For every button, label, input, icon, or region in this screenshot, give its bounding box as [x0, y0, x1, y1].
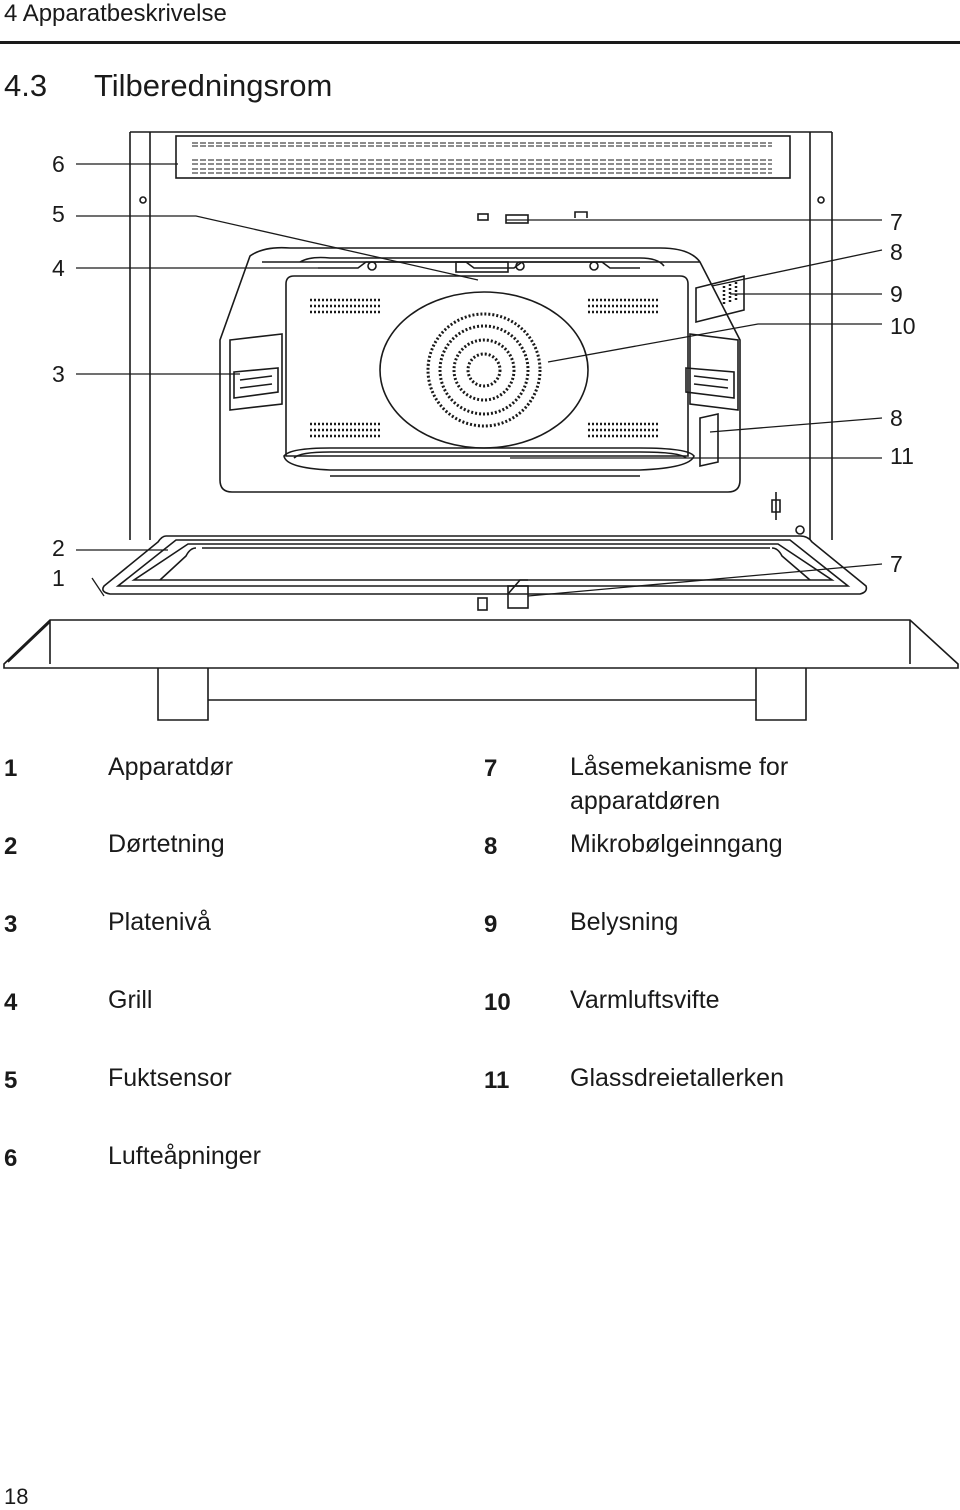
legend-num-4: 4 [4, 989, 18, 1016]
vent-panel [175, 135, 791, 179]
section-heading: 4.3 Tilberedningsrom [4, 68, 332, 104]
cavity-outline [219, 246, 741, 493]
door-lock-hook [507, 585, 529, 609]
legend-num-2: 2 [4, 833, 18, 860]
callout-7-top: 7 [890, 209, 903, 235]
legend-label-11: Glassdreietallerken [570, 1064, 784, 1092]
oven-cavity-diagram: 6 5 4 3 2 1 7 8 9 10 8 11 7 [3, 131, 959, 721]
callout-9: 9 [890, 281, 903, 307]
section-title: Tilberedningsrom [94, 68, 333, 103]
callout-8-bottom: 8 [890, 405, 903, 431]
legend-label-1: Apparatdør [108, 753, 234, 781]
callout-11: 11 [890, 443, 914, 469]
legend-label-6: Lufteåpninger [108, 1142, 261, 1170]
back-wall [285, 275, 689, 457]
callout-3: 3 [52, 361, 65, 387]
legend-num-10: 10 [484, 989, 511, 1016]
legend-num-3: 3 [4, 911, 18, 938]
legend-label-10: Varmluftsvifte [570, 986, 720, 1014]
appliance-door [3, 535, 959, 669]
grill-element [299, 256, 665, 273]
legend-num-7: 7 [484, 755, 498, 782]
legend-label-2: Dørtetning [108, 830, 225, 858]
oven-light [695, 274, 745, 324]
door-base [157, 668, 807, 721]
legend-label-5: Fuktsensor [108, 1064, 232, 1092]
air-vents [192, 142, 772, 174]
legend-num-6: 6 [4, 1145, 18, 1172]
callout-8-top: 8 [890, 239, 903, 265]
fan-cover [379, 291, 589, 449]
callout-6: 6 [52, 151, 65, 177]
legend-num-11: 11 [484, 1067, 510, 1094]
cabinet-frame [129, 131, 833, 540]
section-number: 4.3 [4, 68, 48, 103]
callout-1: 1 [52, 565, 65, 591]
header-rule [0, 41, 960, 44]
page-number: 18 [4, 1484, 29, 1509]
legend-label-9: Belysning [570, 908, 679, 936]
callout-7-bottom: 7 [890, 551, 903, 577]
legend-label-7: Låsemekanisme for apparatdøren [570, 753, 789, 815]
microwave-inlet [699, 413, 719, 467]
callout-2: 2 [52, 535, 65, 561]
legend-num-9: 9 [484, 911, 498, 938]
legend-num-1: 1 [4, 755, 18, 782]
door-seal [159, 547, 811, 581]
legend-label-8: Mikrobølgeinngang [570, 830, 783, 858]
shelf-rail-right [689, 333, 739, 411]
callout-10: 10 [890, 313, 916, 339]
legend-label-3: Platenivå [108, 908, 211, 936]
legend-num-8: 8 [484, 833, 498, 860]
humidity-sensor [505, 214, 529, 224]
callout-4: 4 [52, 255, 65, 281]
leader-lines [76, 163, 883, 597]
callout-5: 5 [52, 201, 65, 227]
legend-num-5: 5 [4, 1067, 18, 1094]
convection-fan [426, 312, 542, 428]
legend-label-4: Grill [108, 986, 153, 1014]
glass-turntable [283, 447, 695, 477]
chapter-header: 4 Apparatbeskrivelse [4, 0, 227, 27]
shelf-rail-left [229, 333, 283, 411]
